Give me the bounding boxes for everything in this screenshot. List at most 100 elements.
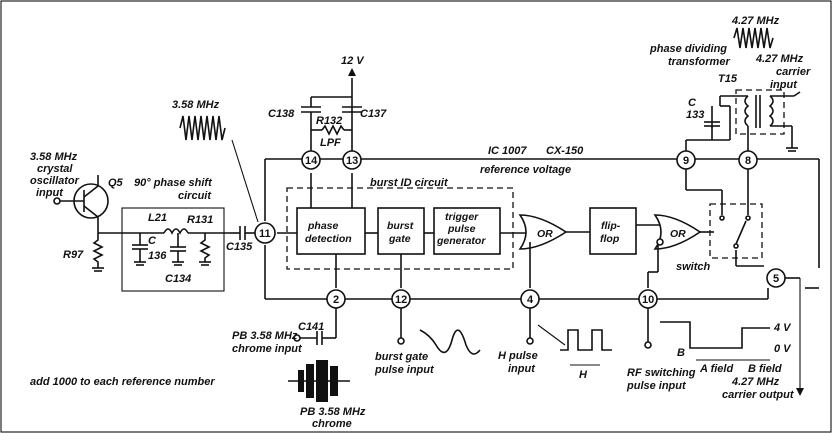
t15-label: T15 (718, 73, 738, 85)
pin2-input-wiring (293, 308, 337, 345)
burst-gate-block: burst gate (377, 207, 425, 255)
phase-shift-box (121, 207, 225, 292)
pin-4: 4 (520, 289, 540, 309)
rf-switching-label-1: RF switching (627, 367, 696, 379)
svg-text:gate: gate (388, 233, 411, 245)
pin10-input-wiring (644, 308, 770, 361)
pin-14: 14 (301, 150, 321, 170)
pin-2: 2 (326, 289, 346, 309)
svg-text:trigger: trigger (445, 211, 479, 223)
carrier-input-label-3: input (770, 79, 798, 91)
h-label: H (579, 369, 588, 381)
wave-arrow (231, 139, 259, 223)
c136-label-b: 136 (148, 250, 167, 262)
switch-contact (719, 215, 751, 249)
pb-chrome-input-label-1: PB 3.58 MHz (232, 330, 298, 342)
phase-shift-label-1: 90° phase shift (134, 177, 213, 189)
pin-10: 10 (638, 289, 658, 309)
l21-label: L21 (148, 212, 167, 224)
b-label: B (677, 347, 685, 359)
c134-label: C134 (165, 273, 191, 285)
pb-chrome-input-label-2: chrome input (232, 343, 303, 355)
svg-text:2: 2 (333, 294, 339, 306)
q5-label: Q5 (108, 177, 124, 189)
b-field-label: B field (748, 363, 782, 375)
burst-gate-pulse-label-2: pulse input (374, 364, 435, 376)
pin5-output-wiring (785, 277, 804, 396)
sine-wave-358-icon (179, 115, 226, 141)
sine-wave-427-icon (733, 27, 774, 49)
r132-label: R132 (316, 115, 342, 127)
c138-label: C138 (268, 108, 295, 120)
c133-label-b: 133 (686, 109, 704, 121)
svg-text:OR: OR (670, 228, 686, 240)
c137-label: C137 (360, 108, 387, 120)
c136-label-a: C (148, 235, 157, 247)
pin-12: 12 (391, 289, 411, 309)
svg-text:12: 12 (395, 294, 407, 306)
osc-input-label-2: crystal (37, 163, 73, 175)
a-field-label: A field (699, 363, 733, 375)
lpf-network (301, 68, 362, 151)
r131-label: R131 (187, 214, 213, 226)
carrier-input-label-2: carrier (776, 66, 811, 78)
svg-text:flop: flop (600, 233, 620, 245)
pin12-input-wiring (397, 308, 481, 355)
r97-resistor (92, 233, 104, 272)
v0-label: 0 V (774, 343, 792, 355)
carrier-output-label-2: carrier output (722, 389, 795, 401)
reference-voltage-label: reference voltage (480, 164, 571, 176)
osc-input-label-3: oscillator (30, 175, 80, 187)
phase-shift-wiring (98, 226, 255, 266)
phase-dividing-label-2: transformer (668, 56, 730, 68)
pin-13: 13 (342, 150, 362, 170)
carrier-output-label-1: 4.27 MHz (731, 376, 780, 388)
osc-input-label-4: input (36, 187, 64, 199)
v4-label: 4 V (773, 322, 792, 334)
supply-label: 12 V (341, 55, 365, 67)
flip-flop-block: flip- flop (589, 207, 637, 255)
svg-text:5: 5 (773, 273, 779, 285)
h-pulse-label-2: input (508, 363, 536, 375)
reference-note: add 1000 to each reference number (30, 376, 215, 388)
svg-text:flip-: flip- (601, 220, 621, 232)
h-pulse-label-1: H pulse (498, 350, 538, 362)
svg-text:burst: burst (387, 220, 414, 232)
svg-text:14: 14 (305, 155, 318, 167)
phase-detection-block: phase detection (296, 207, 366, 255)
burst-id-box (286, 187, 514, 270)
rf-switching-label-2: pulse input (626, 380, 687, 392)
c133-label-a: C (688, 97, 697, 109)
or-gate-2: OR (653, 214, 702, 250)
c135-label: C135 (226, 241, 253, 253)
phase-shift-label-2: circuit (178, 190, 212, 202)
pin-5: 5 (766, 268, 786, 288)
lpf-label: LPF (320, 137, 341, 149)
ic-label: IC 1007 (488, 145, 527, 157)
carrier-input-label-1: 4.27 MHz (755, 53, 804, 65)
svg-text:9: 9 (683, 155, 689, 167)
internal-wiring (277, 169, 764, 288)
osc-input-label-1: 3.58 MHz (30, 151, 78, 163)
pin-9: 9 (676, 150, 696, 170)
switch-box (709, 203, 763, 259)
t15-transformer (685, 89, 801, 152)
svg-text:generator: generator (436, 235, 486, 247)
trigger-pulse-generator-block: trigger pulse generator (433, 207, 501, 255)
svg-text:detection: detection (305, 233, 352, 245)
r97-label: R97 (63, 249, 84, 261)
pin-11: 11 (254, 222, 276, 244)
svg-text:pulse: pulse (447, 223, 476, 235)
svg-text:8: 8 (745, 155, 751, 167)
pb-chrome-label-2: chrome (312, 418, 352, 430)
chroma-burst-icon (288, 360, 350, 402)
pin4-input-wiring (526, 308, 612, 366)
q5-transistor (53, 175, 109, 233)
svg-text:11: 11 (259, 228, 271, 240)
wave-427-label: 4.27 MHz (731, 15, 780, 27)
svg-text:4: 4 (527, 294, 534, 306)
phase-dividing-label-1: phase dividing (649, 43, 727, 55)
burst-gate-pulse-label-1: burst gate (375, 351, 428, 363)
